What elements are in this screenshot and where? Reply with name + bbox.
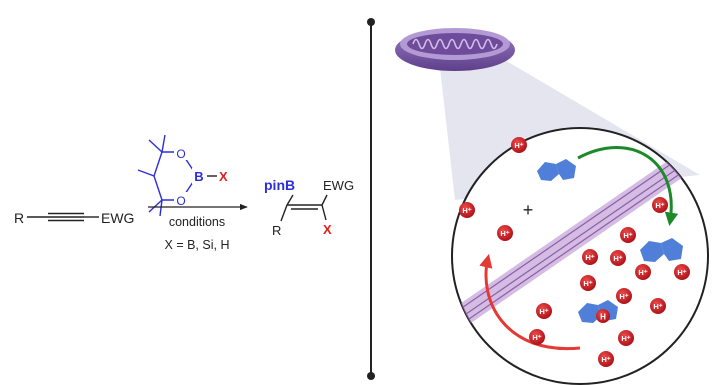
- substrate-r-label: R: [14, 210, 24, 226]
- x-definition-label: X = B, Si, H: [165, 238, 230, 252]
- substrate-ewg-label: EWG: [101, 210, 134, 226]
- mitochondrion-illustration: [395, 28, 515, 71]
- svg-text:H: H: [600, 313, 606, 322]
- svg-text:H⁺: H⁺: [583, 279, 592, 288]
- reagent-x: X: [219, 169, 228, 184]
- svg-text:H⁺: H⁺: [462, 206, 471, 215]
- proton: H⁺: [616, 288, 632, 304]
- product-r-label: R: [272, 223, 281, 238]
- proton: H⁺: [652, 197, 668, 213]
- svg-text:H⁺: H⁺: [514, 141, 523, 150]
- product-x-label: X: [323, 222, 332, 237]
- proton-cluster: H⁺ H⁺ H⁺ H⁺ H⁺ H⁺ H⁺ H⁺ H⁺ H⁺ H⁺ H⁺ H⁺ H⁺ H⁺ H⁺: [459, 137, 690, 367]
- proton: H⁺: [582, 249, 598, 265]
- proton: H⁺: [511, 137, 527, 153]
- svg-text:H⁺: H⁺: [623, 231, 632, 240]
- svg-text:H⁺: H⁺: [539, 307, 548, 316]
- reagent-oxygen-top: O: [176, 147, 185, 161]
- proton: H⁺: [529, 329, 545, 345]
- svg-text:H⁺: H⁺: [601, 355, 610, 364]
- vertical-divider: [367, 18, 375, 380]
- svg-text:H⁺: H⁺: [585, 253, 594, 262]
- proton: H⁺: [610, 250, 626, 266]
- svg-text:H⁺: H⁺: [532, 333, 541, 342]
- reaction-scheme: R EWG O O B X condition: [14, 134, 354, 252]
- proton: H⁺: [635, 264, 651, 280]
- alkyne-triple-bond: [48, 212, 84, 222]
- proton: H⁺: [618, 330, 634, 346]
- mitochondrion-panel: + H H⁺ H⁺ H⁺ H⁺ H⁺ H⁺ H⁺ H⁺ H⁺ H⁺ H⁺ H⁺ H⁺ H⁺ H⁺ H⁺: [395, 28, 709, 385]
- reagent-oxygen-bottom: O: [176, 194, 185, 208]
- green-transport-arrow: [577, 146, 679, 226]
- proton: H⁺: [459, 202, 475, 218]
- proton: H⁺: [580, 275, 596, 291]
- proton: H⁺: [674, 264, 690, 280]
- product-alkene: pinB EWG R X: [264, 177, 354, 238]
- plus-sign: +: [523, 200, 534, 220]
- product-pinb-label: pinB: [264, 177, 295, 193]
- proton: H⁺: [620, 227, 636, 243]
- svg-text:H⁺: H⁺: [613, 254, 622, 263]
- proton: H⁺: [497, 225, 513, 241]
- pinacol-reagent: O O B X: [137, 134, 228, 217]
- molecule-crossed: [640, 238, 683, 262]
- proton: H⁺: [536, 303, 552, 319]
- bound-proton: H: [596, 309, 610, 323]
- product-ewg-label: EWG: [323, 178, 354, 193]
- svg-text:H⁺: H⁺: [677, 268, 686, 277]
- proton: H⁺: [650, 298, 666, 314]
- svg-text:H⁺: H⁺: [621, 334, 630, 343]
- svg-text:H⁺: H⁺: [638, 268, 647, 277]
- reagent-boron: B: [194, 169, 203, 184]
- svg-text:H⁺: H⁺: [619, 292, 628, 301]
- svg-text:H⁺: H⁺: [500, 229, 509, 238]
- svg-text:H⁺: H⁺: [653, 302, 662, 311]
- svg-text:H⁺: H⁺: [655, 201, 664, 210]
- molecule-free: [537, 159, 576, 181]
- red-proton-arrow: [479, 254, 581, 351]
- proton: H⁺: [598, 351, 614, 367]
- conditions-label: conditions: [169, 215, 225, 229]
